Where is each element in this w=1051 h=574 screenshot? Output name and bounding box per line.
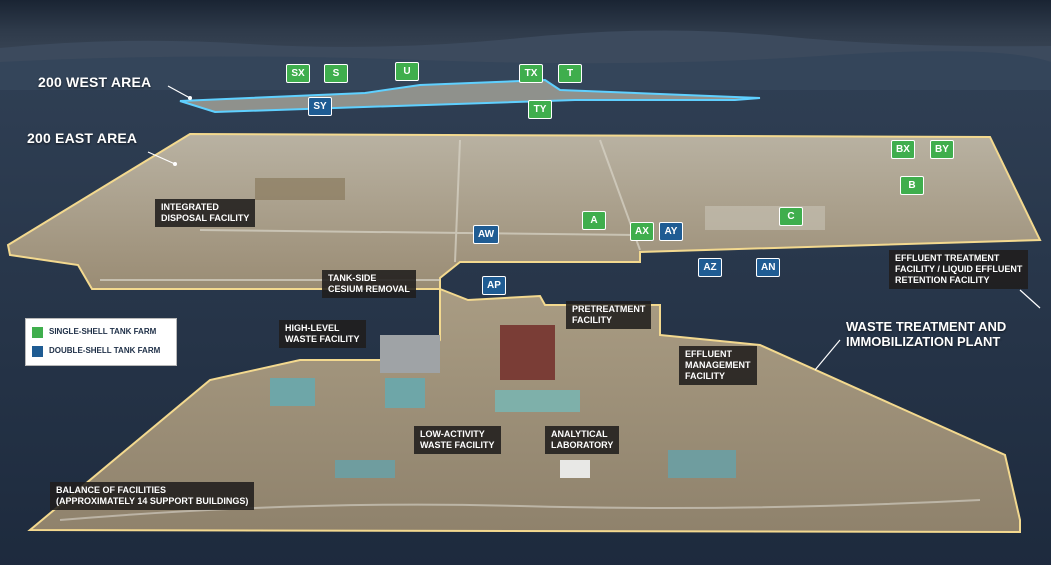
tank-farm-tag[interactable]: T: [558, 64, 582, 83]
integrated-disposal-facility-label[interactable]: INTEGRATED DISPOSAL FACILITY: [155, 199, 256, 227]
tank-farm-tag[interactable]: AY: [659, 222, 683, 241]
pretreatment-building: [500, 325, 555, 380]
analytical-laboratory-label[interactable]: ANALYTICAL LABORATORY: [545, 426, 620, 454]
callout-line: LOW-ACTIVITY: [420, 429, 485, 439]
law-building: [385, 378, 425, 408]
tank-farm-tag[interactable]: TY: [528, 100, 552, 119]
plant-title: WASTE TREATMENT AND IMMOBILIZATION PLANT: [846, 319, 1006, 349]
east-roads: [100, 139, 641, 281]
warehouse-building: [668, 450, 736, 478]
hlw-building: [380, 335, 440, 373]
callout-line: TANK-SIDE: [328, 273, 377, 283]
tank-farm-tag[interactable]: C: [779, 207, 803, 226]
balance-of-facilities-label[interactable]: BALANCE OF FACILITIES (APPROXIMATELY 14 …: [50, 482, 255, 510]
legend-label-single: SINGLE-SHELL TANK FARM: [49, 327, 157, 336]
tank-farm-tag[interactable]: BX: [891, 140, 915, 159]
legend-label-double: DOUBLE-SHELL TANK FARM: [49, 346, 161, 355]
callout-line: DISPOSAL FACILITY: [161, 213, 250, 223]
tank-farm-tag[interactable]: SY: [308, 97, 332, 116]
callout-line: BALANCE OF FACILITIES: [56, 485, 166, 495]
east-area-title: 200 EAST AREA: [27, 130, 138, 146]
callout-line: EFFLUENT TREATMENT: [895, 253, 1000, 263]
bottom-margin: [0, 565, 1051, 574]
legend-swatch-double: [32, 346, 43, 357]
callout-line: CESIUM REMOVAL: [328, 284, 410, 294]
high-level-waste-facility-label[interactable]: HIGH-LEVEL WASTE FACILITY: [279, 320, 366, 348]
west-leader-dot: [188, 96, 192, 100]
plant-leader: [814, 339, 841, 371]
callout-line: ANALYTICAL: [551, 429, 608, 439]
tank-farm-tag[interactable]: U: [395, 62, 419, 81]
white-building: [560, 460, 590, 478]
callout-line: EFFLUENT: [685, 349, 732, 359]
callout-line: WASTE FACILITY: [420, 440, 495, 450]
tank-area-pad: [705, 206, 825, 230]
callout-line: WASTE FACILITY: [285, 334, 360, 344]
callout-line: MANAGEMENT: [685, 360, 751, 370]
tank-farm-tag[interactable]: AZ: [698, 258, 722, 277]
tank-farm-tag[interactable]: AP: [482, 276, 506, 295]
callout-line: LABORATORY: [551, 440, 614, 450]
support-building-a: [270, 378, 315, 406]
effluent-treatment-facility-label[interactable]: EFFLUENT TREATMENT FACILITY / LIQUID EFF…: [889, 250, 1029, 289]
east-area-outline: [6, 132, 1042, 290]
callout-line: FACILITY: [572, 315, 612, 325]
disposal-pad: [255, 178, 345, 200]
tank-farm-tag[interactable]: BY: [930, 140, 954, 159]
tank-farm-tag[interactable]: AW: [473, 225, 500, 244]
plant-title-line-1: WASTE TREATMENT AND: [846, 319, 1007, 334]
callout-line: FACILITY / LIQUID EFFLUENT: [895, 264, 1023, 274]
low-activity-waste-facility-label[interactable]: LOW-ACTIVITY WASTE FACILITY: [414, 426, 501, 454]
callout-line: PRETREATMENT: [572, 304, 646, 314]
tank-farm-legend: SINGLE-SHELL TANK FARM DOUBLE-SHELL TANK…: [25, 318, 177, 366]
tank-farm-tag[interactable]: AN: [756, 258, 781, 277]
effluent-management-facility-label[interactable]: EFFLUENT MANAGEMENT FACILITY: [679, 346, 757, 385]
tank-farm-tag[interactable]: A: [582, 211, 606, 230]
callout-line: FACILITY: [685, 371, 725, 381]
tank-farm-tag[interactable]: B: [900, 176, 924, 195]
callout-line: INTEGRATED: [161, 202, 219, 212]
lab-building: [495, 390, 580, 412]
tank-side-cesium-removal-label[interactable]: TANK-SIDE CESIUM REMOVAL: [322, 270, 416, 298]
tank-farm-tag[interactable]: TX: [519, 64, 543, 83]
pretreatment-facility-label[interactable]: PRETREATMENT FACILITY: [566, 301, 652, 329]
etf-leader: [1019, 289, 1041, 309]
callout-line: RETENTION FACILITY: [895, 275, 990, 285]
east-leader: [147, 151, 176, 165]
tank-farm-tag[interactable]: S: [324, 64, 348, 83]
west-area-title: 200 WEST AREA: [38, 74, 152, 90]
east-leader-dot: [173, 162, 177, 166]
west-leader: [167, 85, 191, 99]
callout-line: (APPROXIMATELY 14 SUPPORT BUILDINGS): [56, 496, 249, 506]
shop-building: [335, 460, 395, 478]
callout-line: HIGH-LEVEL: [285, 323, 340, 333]
plant-title-line-2: IMMOBILIZATION PLANT: [846, 334, 1001, 349]
tank-farm-tag[interactable]: AX: [630, 222, 654, 241]
tank-farm-tag[interactable]: SX: [286, 64, 310, 83]
legend-swatch-single: [32, 327, 43, 338]
